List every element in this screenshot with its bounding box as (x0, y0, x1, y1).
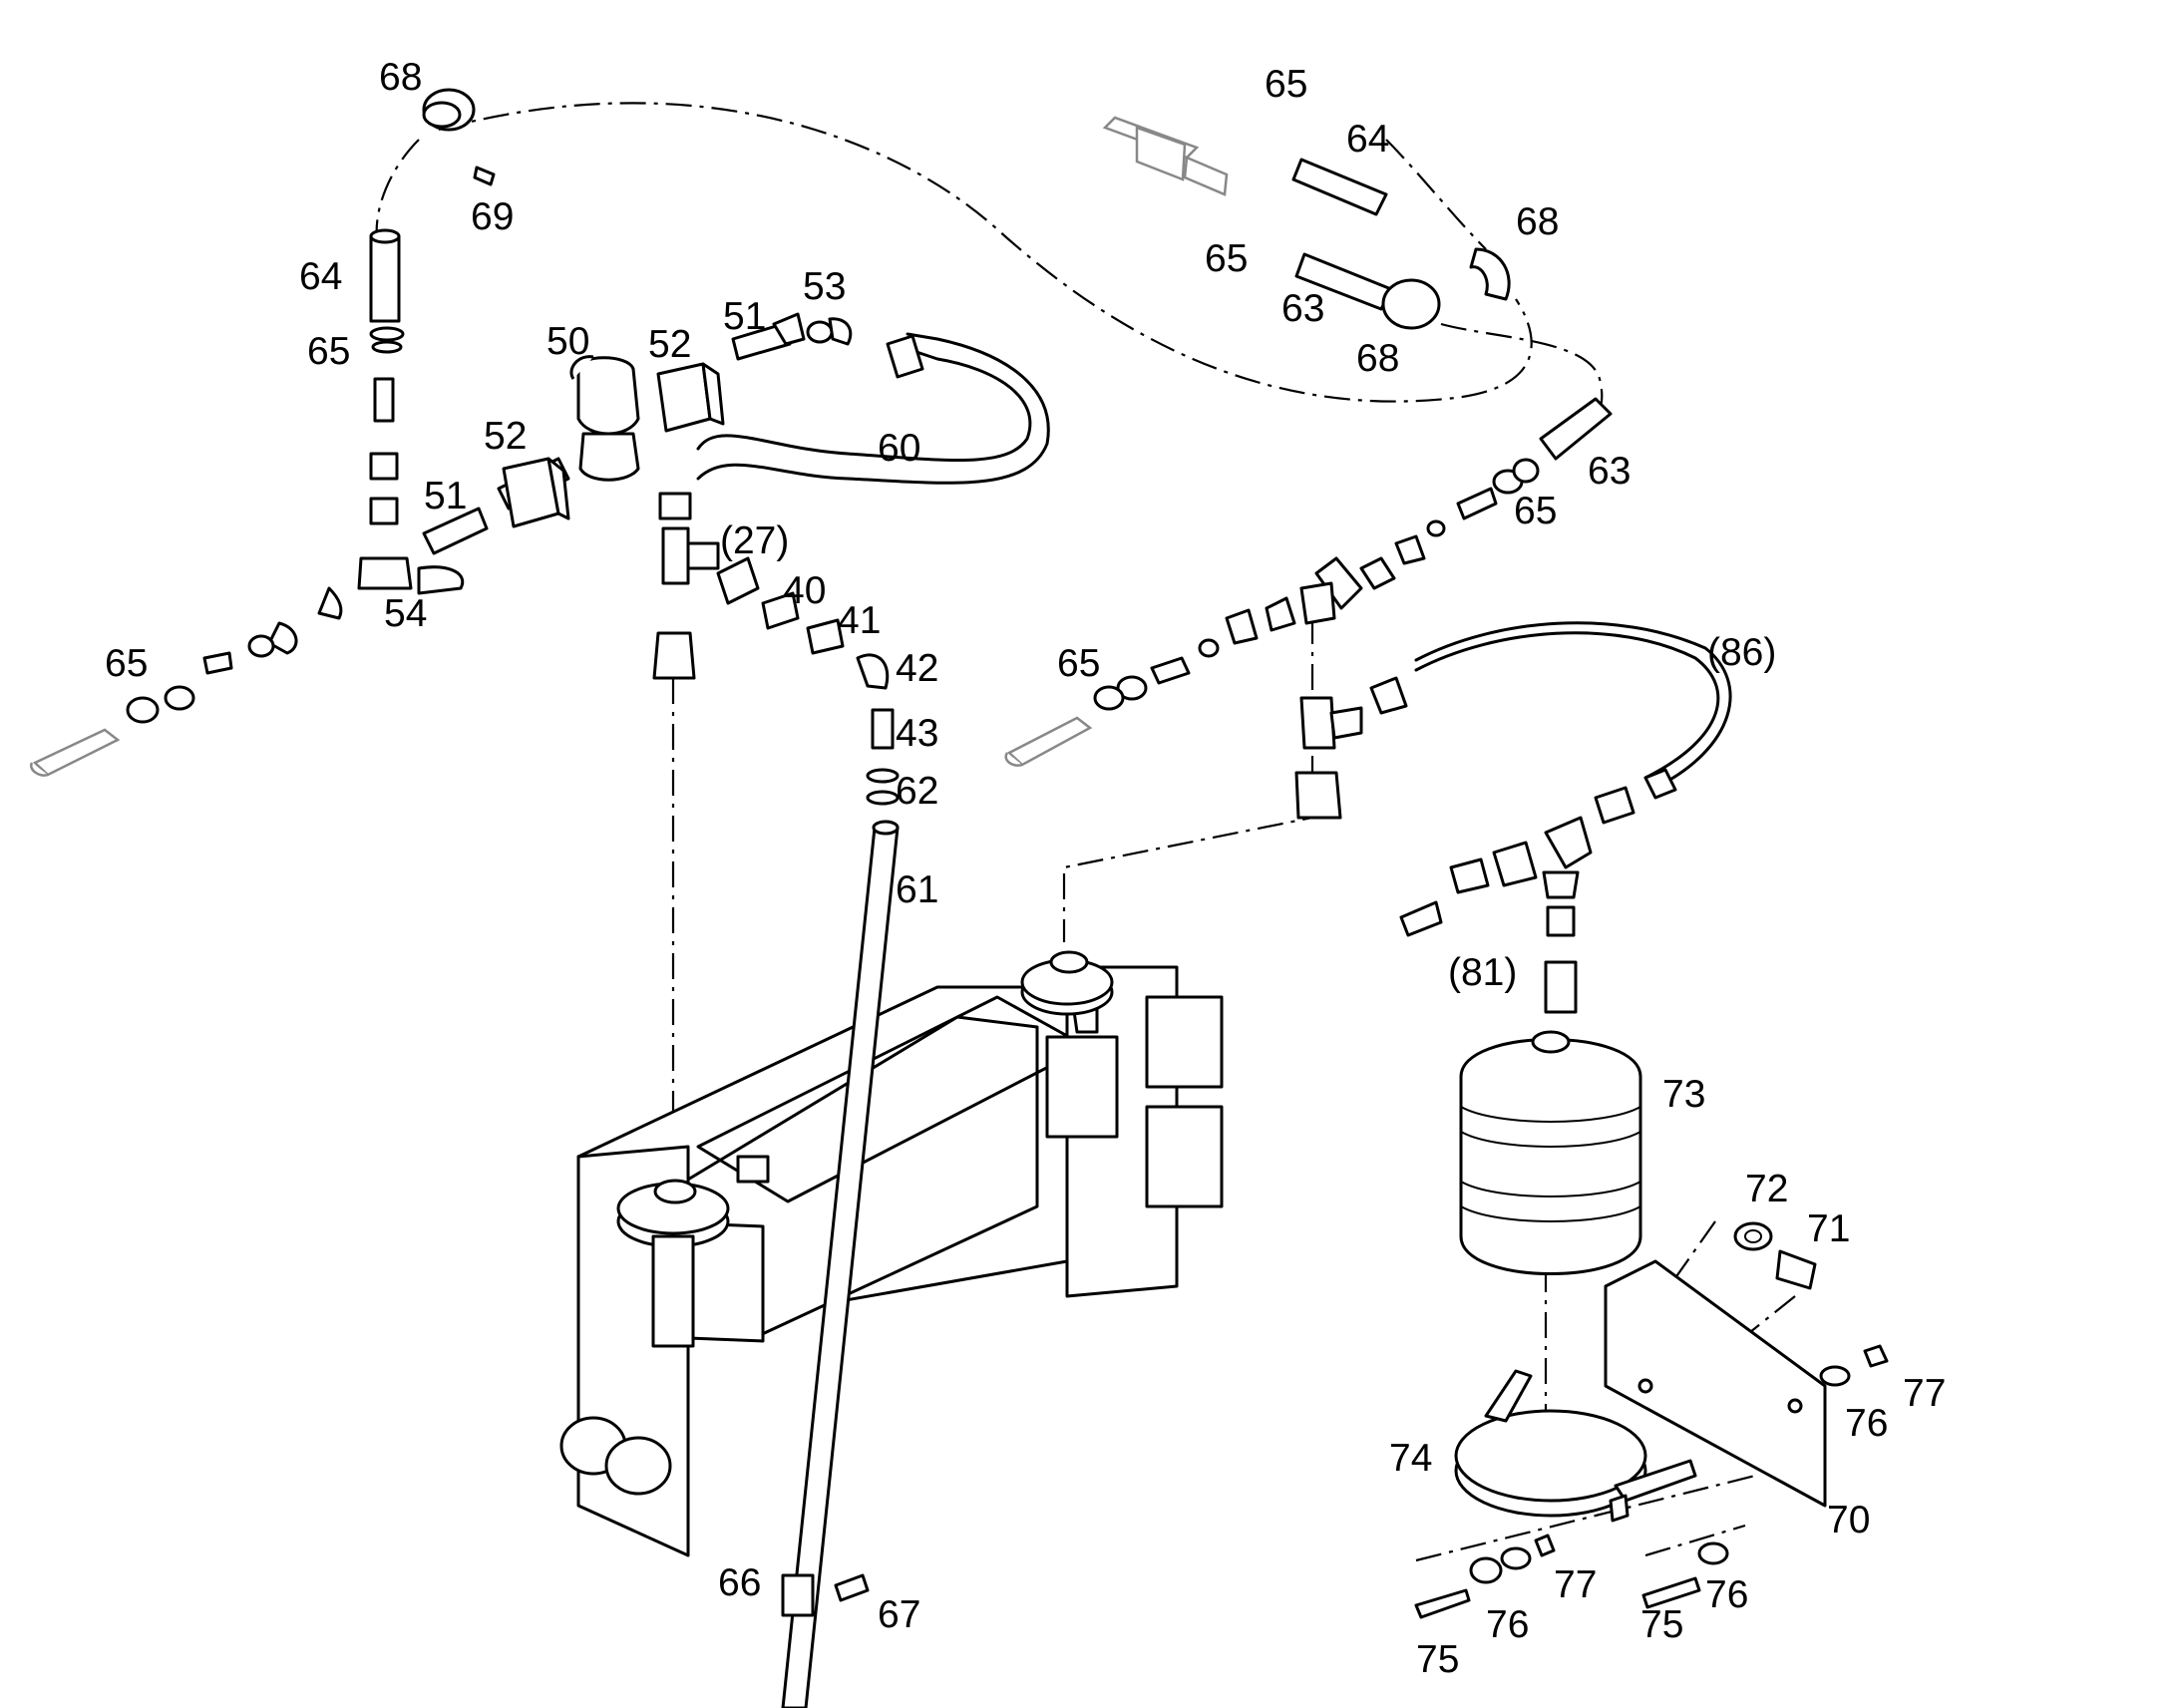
label-52: 52 (484, 415, 527, 458)
label-27: (27) (720, 519, 789, 562)
label-68: 68 (1356, 337, 1399, 380)
label-65: 65 (105, 642, 148, 685)
label-65: 65 (1057, 642, 1100, 685)
label-64: 64 (1346, 118, 1389, 161)
tee-fitting-27 (652, 492, 720, 680)
label-65: 65 (1265, 63, 1307, 106)
label-60: 60 (878, 427, 920, 470)
label-52: 52 (648, 323, 691, 366)
label-75: 75 (1640, 1603, 1683, 1646)
reference-part-fitting (1102, 116, 1229, 196)
clamp-52-lower (502, 457, 570, 528)
label-76: 76 (1486, 1603, 1529, 1646)
clamp-66 (781, 1573, 870, 1617)
label-77: 77 (1903, 1372, 1946, 1415)
heater-unit (559, 950, 1224, 1557)
right-fittings (1093, 458, 1540, 711)
label-67: 67 (878, 1593, 920, 1636)
hoses-upper-right (1291, 158, 1613, 461)
label-73: 73 (1662, 1073, 1705, 1116)
hose-64-left (369, 88, 496, 354)
label-72: 72 (1745, 1168, 1788, 1210)
label-42: 42 (896, 647, 938, 690)
label-66: 66 (718, 1561, 761, 1604)
label-76: 76 (1845, 1402, 1888, 1445)
label-51: 51 (424, 475, 467, 517)
label-63: 63 (1588, 450, 1631, 493)
label-53: 53 (803, 265, 846, 308)
pipe-61 (781, 820, 900, 1708)
label-68: 68 (1516, 200, 1559, 243)
label-75: 75 (1416, 1638, 1459, 1681)
label-69: 69 (471, 195, 514, 238)
filter-50 (569, 355, 640, 482)
label-64: 64 (299, 255, 342, 298)
label-63: 63 (1281, 287, 1324, 330)
label-54: 54 (384, 592, 427, 635)
tank-fittings-81 (1399, 816, 1593, 1014)
reference-part-right-pipe (1004, 716, 1093, 767)
label-71: 71 (1807, 1207, 1850, 1250)
label-86: (86) (1707, 631, 1776, 674)
label-51: 51 (723, 295, 766, 338)
mounting-hardware (1414, 1221, 1889, 1619)
fitting-51-upper (731, 312, 806, 361)
label-70: 70 (1827, 1499, 1870, 1541)
label-68: 68 (379, 56, 422, 99)
elbow-53 (806, 317, 853, 346)
expansion-tank-73 (1459, 1030, 1642, 1275)
label-81: (81) (1448, 951, 1517, 994)
fittings-40-43 (716, 556, 900, 806)
label-65: 65 (1514, 490, 1557, 532)
label-43: 43 (896, 712, 938, 755)
label-65: 65 (1205, 237, 1248, 280)
hose-60 (696, 332, 1050, 485)
label-40: 40 (783, 569, 826, 612)
tee-and-hose-86 (1294, 621, 1732, 825)
label-50: 50 (546, 320, 589, 363)
label-74: 74 (1389, 1437, 1432, 1480)
strap-74 (1454, 1369, 1697, 1523)
clamp-52-upper (656, 362, 725, 433)
reference-part-left-pipe (29, 728, 121, 777)
label-77: 77 (1554, 1563, 1597, 1606)
label-62: 62 (896, 770, 938, 813)
part-labels: 68 69 64 65 50 52 51 53 52 51 54 60 (27)… (105, 56, 1946, 1681)
bracket-70 (1604, 1259, 1827, 1508)
label-61: 61 (896, 868, 938, 911)
label-65: 65 (307, 330, 350, 373)
label-41: 41 (838, 599, 881, 642)
label-76: 76 (1705, 1573, 1748, 1616)
